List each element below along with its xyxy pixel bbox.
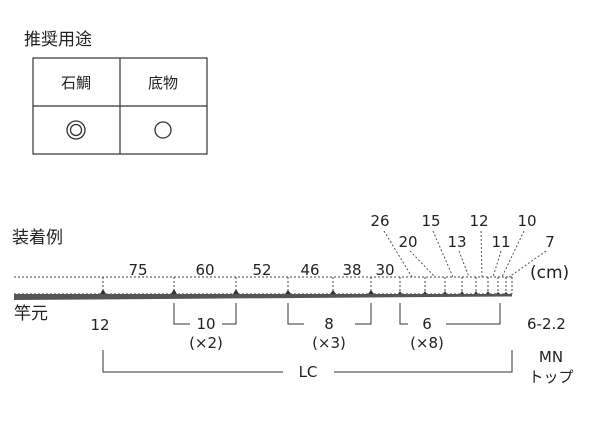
leader-lines: [383, 230, 547, 278]
circle-icon: [154, 121, 172, 139]
double-circle-icon: [66, 120, 86, 140]
guide-group-size-6: 6: [422, 315, 432, 333]
recommended-heading: 推奨用途: [24, 30, 92, 50]
distance-label-13: 13: [447, 233, 466, 251]
guides-heading: 装着例: [12, 228, 63, 248]
distance-label-15: 15: [421, 212, 440, 230]
tip-type-line1: MN: [539, 348, 563, 366]
guide-marks: [100, 289, 508, 294]
guide-group-count-6: (×8): [410, 334, 444, 352]
unit-label: (cm): [530, 263, 569, 283]
guide-group-size-10: 10: [196, 315, 215, 333]
table-header-sokomono: 底物: [148, 74, 178, 92]
distance-label-52: 52: [252, 261, 271, 279]
tip-type-line2: トップ: [528, 368, 573, 386]
distance-label-11: 11: [491, 233, 510, 251]
distance-label-10: 10: [517, 212, 536, 230]
tip-guide-size: 6-2.2: [527, 315, 566, 333]
distance-label-60: 60: [195, 261, 214, 279]
distance-label-12: 12: [469, 212, 488, 230]
lc-bracket: [102, 350, 513, 373]
distance-label-26: 26: [370, 212, 389, 230]
distance-label-75: 75: [128, 261, 147, 279]
rod-blank: [14, 294, 512, 300]
guide-frame: [14, 276, 513, 295]
distance-label-30: 30: [375, 261, 394, 279]
guide-group-brackets: [173, 303, 501, 325]
table-header-ishidai: 石鯛: [61, 74, 91, 92]
lc-label: LC: [299, 363, 318, 381]
guide-group-size-8: 8: [324, 315, 334, 333]
guide-size-first: 12: [90, 316, 109, 334]
distance-label-7: 7: [545, 233, 555, 251]
recommended-table: [32, 57, 208, 155]
distance-label-20: 20: [398, 233, 417, 251]
butt-label: 竿元: [14, 304, 48, 324]
guide-group-count-10: (×2): [189, 334, 223, 352]
distance-label-38: 38: [342, 261, 361, 279]
distance-label-46: 46: [300, 261, 319, 279]
guide-group-count-8: (×3): [312, 334, 346, 352]
